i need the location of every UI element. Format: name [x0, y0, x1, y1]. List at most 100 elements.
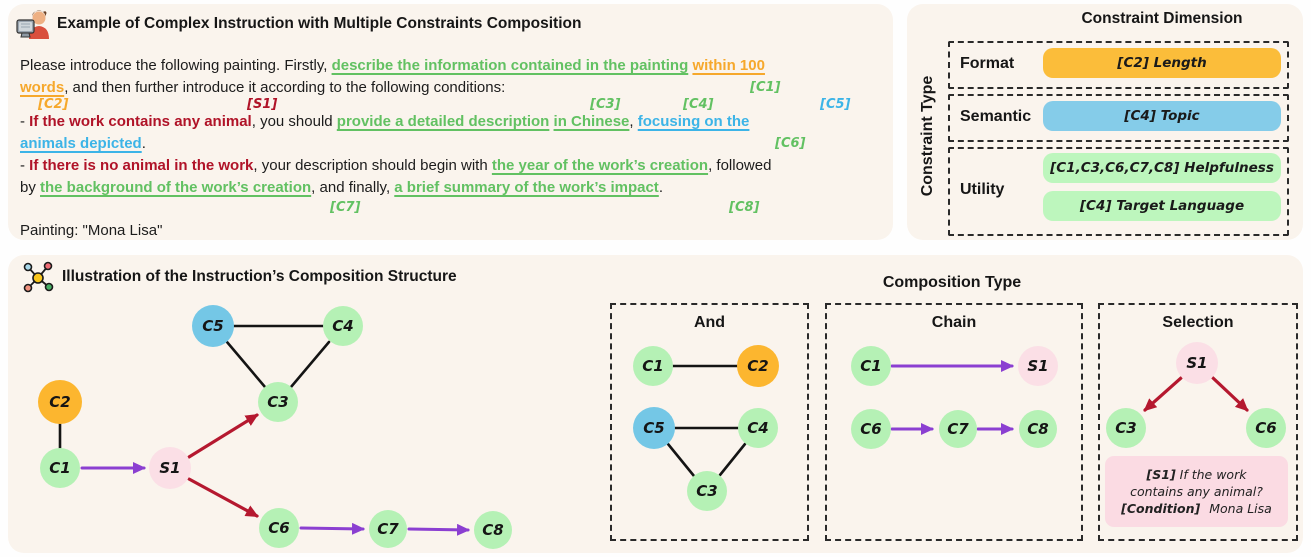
- painting-line: Painting: "Mona Lisa": [20, 222, 163, 239]
- and-node-c4: C4: [738, 408, 778, 448]
- svg-text:C8: C8: [1027, 420, 1048, 438]
- chain-node-c7: C7: [939, 410, 977, 448]
- molecule-icon: [23, 261, 54, 293]
- arrow-s1-c6: [187, 477, 259, 518]
- composition-graphs: C5 C4 C3 C2 C1 S1 C6 C7 C8 C1 C2 C5 C4 C…: [38, 305, 1286, 549]
- note-s1-tag: [S1]: [1146, 467, 1176, 482]
- instruction-line-1: Please introduce the following painting.…: [20, 57, 765, 74]
- pill-helpfulness: [C1,C3,C6,C7,C8] Helpfulness: [1043, 153, 1281, 183]
- edge-c4-c3: [289, 340, 331, 389]
- graph-node-c3: C3: [258, 382, 298, 422]
- selection-label-s1: [S1]: [247, 97, 278, 112]
- svg-text:C6: C6: [860, 420, 881, 438]
- instruction-text: , you should: [251, 113, 337, 130]
- constraint-label-c1: [C1]: [750, 80, 781, 95]
- and-edge-c5-c3: [666, 442, 696, 478]
- instruction-line-3: - If the work contains any animal, you s…: [20, 113, 749, 130]
- instruction-text: , your description should begin with: [253, 157, 492, 174]
- format-row-label: Format: [960, 55, 1015, 72]
- constraint-phrase-c7: the background of the work’s creation: [40, 179, 312, 196]
- constraint-phrase-c4: in Chinese: [553, 113, 630, 130]
- example-panel: Example of Complex Instruction with Mult…: [8, 4, 893, 240]
- constraint-phrase-c2: within 100: [692, 57, 765, 74]
- edge-c5-c3: [225, 340, 267, 389]
- instruction-text: , and finally,: [311, 179, 395, 196]
- constraint-phrase-c5: focusing on the: [637, 113, 750, 130]
- constraint-phrase-c5: animals depicted: [20, 135, 142, 152]
- semantic-row-label: Semantic: [960, 108, 1032, 125]
- constraint-label-c3: [C3]: [590, 97, 621, 112]
- and-node-c5: C5: [633, 407, 675, 449]
- instruction-text: .: [141, 135, 146, 152]
- svg-text:C7: C7: [377, 520, 399, 538]
- pill-topic: [C4] Topic: [1043, 101, 1281, 131]
- constraint-label-c2: [C2]: [38, 97, 69, 112]
- format-row-box: [948, 41, 1289, 89]
- instruction-text: by: [20, 179, 41, 196]
- instruction-line-6: by the background of the work’s creation…: [20, 179, 663, 196]
- note-line-2: contains any animal?: [1130, 484, 1263, 499]
- constraint-phrase-c8: a brief summary of the work’s impact: [394, 179, 659, 196]
- and-box: And: [610, 303, 809, 541]
- pill-length: [C2] Length: [1043, 48, 1281, 78]
- svg-text:C3: C3: [696, 482, 717, 500]
- svg-text:C5: C5: [202, 317, 223, 335]
- svg-text:C1: C1: [49, 459, 70, 477]
- utility-row-box: [948, 147, 1289, 236]
- note-text: If the work: [1175, 467, 1247, 482]
- svg-text:C1: C1: [860, 357, 881, 375]
- selection-arrow-s1-c3: [1143, 376, 1183, 412]
- and-node-c3: C3: [687, 471, 727, 511]
- composition-type-title: Composition Type: [882, 274, 1022, 291]
- instruction-text: -: [20, 157, 30, 174]
- selection-condition-note: [S1] If the work contains any animal? [C…: [1105, 456, 1288, 527]
- constraint-type-axis-label: Constraint Type: [919, 75, 936, 197]
- svg-text:C1: C1: [642, 357, 663, 375]
- constraint-label-c5: [C5]: [820, 97, 851, 112]
- graph-node-s1: S1: [149, 447, 191, 489]
- instruction-text: Please introduce the following painting.…: [20, 57, 332, 74]
- svg-text:S1: S1: [159, 459, 180, 477]
- selection-box-title: Selection: [1162, 314, 1234, 331]
- constraint-phrase-c1: describe the information contained in th…: [331, 57, 689, 74]
- and-edge-c4-c3: [718, 442, 747, 477]
- pill-target-language: [C4] Target Language: [1043, 191, 1281, 221]
- arrow-s1-c3: [187, 413, 259, 459]
- constraint-dimension-panel: Constraint Dimension Constraint Type For…: [907, 4, 1303, 240]
- example-panel-title: Example of Complex Instruction with Mult…: [57, 15, 582, 32]
- svg-text:S1: S1: [1027, 357, 1048, 375]
- svg-text:C6: C6: [268, 519, 289, 537]
- graph-node-c8: C8: [474, 511, 512, 549]
- utility-row-label: Utility: [960, 181, 1005, 198]
- constraint-label-c4: [C4]: [683, 97, 714, 112]
- svg-text:C5: C5: [643, 419, 664, 437]
- svg-text:C3: C3: [1115, 419, 1136, 437]
- chain-node-s1: S1: [1018, 346, 1058, 386]
- note-line-3: [Condition]Mona Lisa: [1105, 500, 1288, 517]
- svg-text:C4: C4: [747, 419, 768, 437]
- selection-node-c6: C6: [1246, 408, 1286, 448]
- graph-node-c1: C1: [40, 448, 80, 488]
- selection-node-c3: C3: [1106, 408, 1146, 448]
- svg-text:C8: C8: [482, 521, 503, 539]
- graph-node-c4: C4: [323, 306, 363, 346]
- constraint-phrase-c2: words: [20, 79, 65, 96]
- chain-box-title: Chain: [931, 314, 977, 331]
- constraint-phrase-c6: the year of the work’s creation: [491, 157, 709, 174]
- chain-node-c8: C8: [1019, 410, 1057, 448]
- constraint-phrase-c3: provide a detailed description: [336, 113, 550, 130]
- and-node-c2: C2: [737, 345, 779, 387]
- graph-node-c6: C6: [259, 508, 299, 548]
- illustration-panel: Illustration of the Instruction’s Compos…: [8, 255, 1303, 553]
- svg-text:S1: S1: [1186, 354, 1207, 372]
- svg-text:C6: C6: [1255, 419, 1276, 437]
- constraint-label-c6: [C6]: [775, 136, 806, 151]
- instruction-line-4: animals depicted.: [20, 135, 146, 152]
- instruction-text: .: [658, 179, 663, 196]
- constraint-label-c8: [C8]: [729, 200, 760, 215]
- condition-phrase-s1: If there is no animal in the work: [29, 157, 254, 174]
- instruction-text: , followed: [708, 157, 772, 174]
- graph-node-c2: C2: [38, 380, 82, 424]
- arrow-c6-c7: [299, 522, 365, 535]
